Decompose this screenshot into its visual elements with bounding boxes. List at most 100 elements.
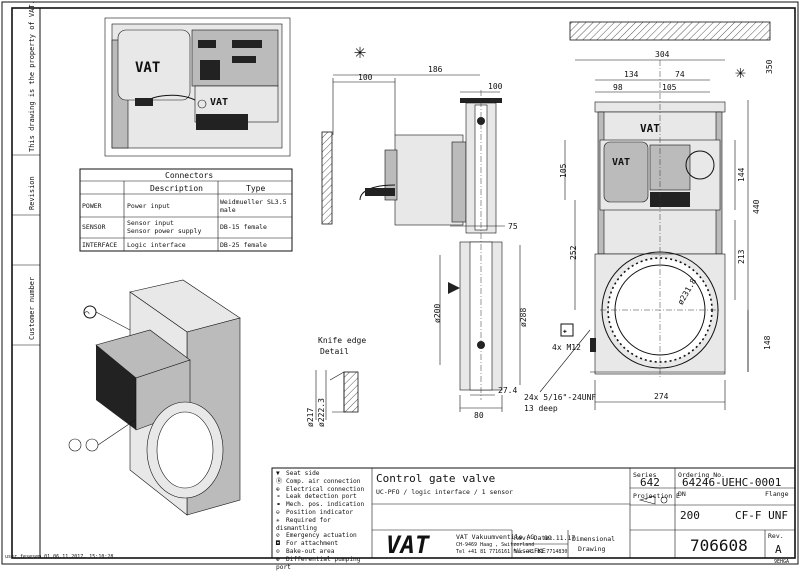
legend-item: ⊘ Emergency actuation: [276, 532, 370, 540]
legend-item: ▼ Seat side: [276, 470, 370, 478]
legend-text: For attachment: [286, 540, 339, 548]
series: 642: [640, 476, 660, 489]
dim-252: 252: [569, 245, 578, 260]
connector-type: Weidmueller SL3.5: [220, 198, 287, 206]
legend-text: Bake-out area: [286, 547, 335, 555]
dim-440: 440: [752, 199, 761, 214]
visa: FKE: [534, 547, 546, 555]
ceiling-hatch: [569, 21, 771, 41]
connectors-header-type: Type: [246, 184, 265, 193]
legend-item: ⊖ Position indicator: [276, 509, 370, 517]
dim-74: 74: [675, 70, 685, 79]
legend-text: Position indicator: [286, 508, 354, 516]
dn-value: 200: [680, 509, 700, 522]
ownership-note: This drawing is the property of VAT.: [28, 0, 36, 152]
drawing-title: Control gate valve: [376, 472, 495, 485]
legend-symbol-icon: ◘: [276, 540, 280, 548]
series-label: Series: [633, 471, 657, 479]
legend-symbol-icon: ⊕: [276, 485, 280, 493]
title-block: Control gate valve UC-PFO / logic interf…: [271, 467, 796, 565]
doc-type-1: Dimensional: [572, 535, 615, 543]
dim-144: 144: [737, 167, 746, 182]
side-view: ✳ 100 186 100 75 ø200 ø288 27.4: [321, 39, 528, 420]
rev-label: Rev.: [768, 532, 784, 540]
legend-text: Differential pumping port: [276, 555, 361, 571]
company-phone: Tel +41 81 7716161 Fax +41 81 7714830: [456, 549, 567, 555]
legend-symbol-icon: ⊙: [276, 547, 280, 555]
revision-label: Revision: [28, 176, 36, 210]
dim-100-top: 100: [358, 73, 373, 82]
legend-text: Required for dismantling: [276, 516, 331, 532]
dim-105-side: 105: [559, 163, 568, 178]
svg-text:VAT: VAT: [640, 122, 660, 135]
dim-98: 98: [613, 83, 623, 92]
legend-text: Seat side: [286, 470, 320, 477]
ordering-label: Ordering No.: [678, 471, 725, 479]
svg-text:✚: ✚: [563, 327, 567, 335]
legend-item: ⊛Differential pumping port: [276, 556, 370, 571]
dim-134: 134: [624, 70, 639, 79]
thread-depth: 13 deep: [524, 404, 558, 413]
legend-symbol-icon: ⚬: [276, 493, 282, 501]
company-address: CH-9469 Haag , Switzerland: [456, 542, 534, 548]
flange-label: Flange: [765, 490, 789, 498]
legend-item: ⚬Leak detection port: [276, 493, 370, 501]
rev-date: 09.11.17: [544, 534, 575, 542]
m12-label: 4x M12: [552, 343, 581, 352]
legend-item: ◘ For attachment: [276, 540, 370, 548]
dim-200: ø200: [433, 304, 442, 323]
doc-type-2: Drawing: [578, 545, 605, 553]
knife-edge-detail: Knife edge Detail ø217 ø222.3: [306, 336, 366, 427]
legend-symbol-icon: ⊘: [276, 532, 280, 540]
page-code: 9EHGA: [774, 559, 789, 565]
legend-item: ⊙ Bake-out area: [276, 548, 370, 556]
customer-number-label: Customer number: [28, 276, 36, 340]
svg-text:⌒: ⌒: [84, 309, 90, 319]
legend-text: Electrical connection: [286, 485, 365, 493]
legend-symbol-icon: ▼: [276, 470, 280, 477]
connector-name: SENSOR: [82, 223, 106, 231]
svg-text:✳: ✳: [735, 62, 746, 83]
actuator-detail-view: VAT VAT: [104, 17, 291, 157]
dim-100-side: 100: [488, 82, 503, 91]
connector-description: Power input: [127, 202, 170, 210]
legend-symbol-icon: Ⓡ: [276, 477, 283, 485]
legend-symbol-icon: ⊖: [276, 508, 280, 516]
connector-description: Logic interface: [127, 241, 186, 249]
projection-label: Projection E: [633, 492, 680, 500]
thread-note: 24x 5/16"-24UNF: [524, 393, 596, 402]
ordering-number: 64246-UEHC-0001: [682, 476, 781, 489]
rev: A: [775, 543, 782, 556]
svg-text:Sensor power supply: Sensor power supply: [127, 227, 201, 235]
dim-274: 274: [654, 392, 669, 401]
svg-text:VAT: VAT: [612, 157, 630, 168]
connector-type: DB-25 female: [220, 241, 267, 249]
dn-label: DN: [678, 490, 686, 498]
dim-213: 213: [737, 249, 746, 264]
legend-symbol-icon: ⊛: [276, 555, 280, 563]
isometric-view: ⌒: [68, 279, 241, 516]
flange-value: CF-F UNF: [735, 509, 788, 522]
vat-logo: VAT: [386, 531, 431, 559]
connectors-table: Connectors Description Type POWER Power …: [79, 168, 293, 252]
dim-75: 75: [508, 222, 518, 231]
legend-text: Emergency actuation: [286, 532, 357, 540]
svg-text:VAT: VAT: [210, 97, 228, 108]
dim-105-top: 105: [662, 83, 677, 92]
dim-350: 350: [765, 59, 774, 74]
svg-text:male: male: [220, 206, 236, 214]
connector-description: Sensor input: [127, 219, 174, 227]
dim-148: 148: [763, 335, 772, 350]
legend-text: Comp. air connection: [286, 477, 361, 485]
dim-80: 80: [474, 411, 484, 420]
knife-edge-label-2: Detail: [320, 347, 349, 356]
document-number: 706608: [690, 536, 748, 555]
dim-304: 304: [655, 50, 670, 59]
connectors-header-description: Description: [150, 184, 203, 193]
dim-186: 186: [428, 65, 443, 74]
drawing-subtitle: UC-PFO / logic interface / 1 sensor: [376, 488, 513, 496]
knife-edge-label: Knife edge: [318, 336, 366, 345]
